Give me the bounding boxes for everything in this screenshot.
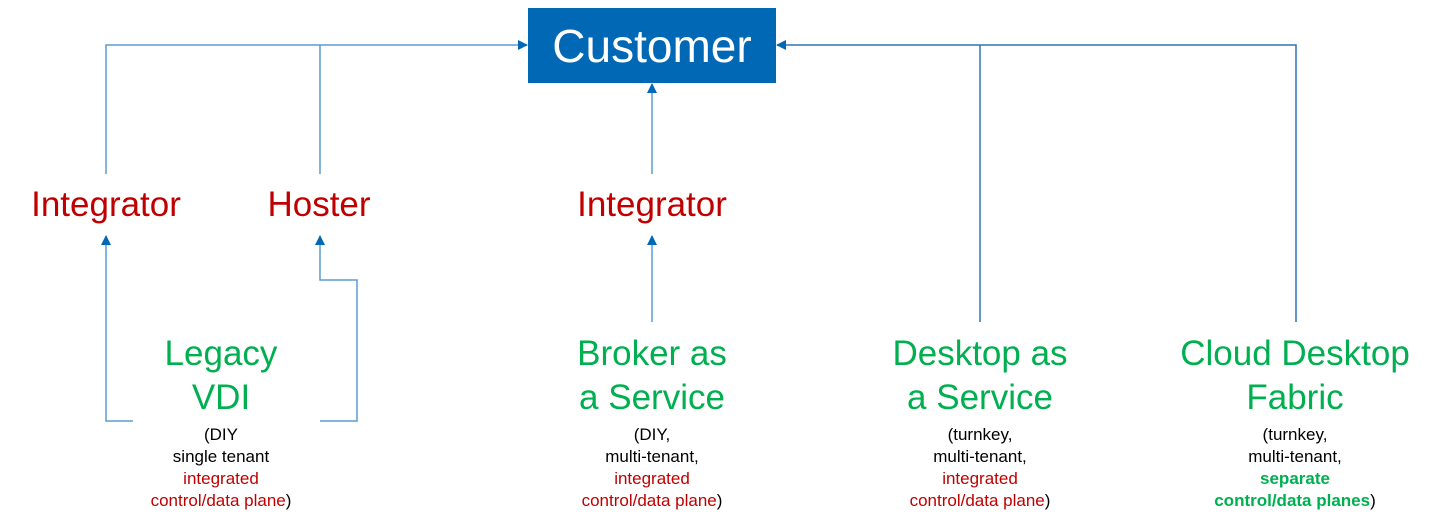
desc-line: (DIY, xyxy=(633,425,671,444)
desc-line: single tenant xyxy=(172,447,270,466)
desc-line: control/data plane) xyxy=(151,490,292,512)
broker-as-a-service-title: Broker as a Service xyxy=(577,332,727,420)
desc-line: integrated xyxy=(183,469,259,488)
desc-line: multi-tenant, xyxy=(605,447,699,466)
hoster-label: Hoster xyxy=(267,185,371,224)
desc-line: control/data plane) xyxy=(577,490,727,512)
desc-line: (turnkey, xyxy=(1262,425,1328,444)
title-line: Broker as xyxy=(577,334,727,373)
broker-as-a-service-node: Broker as a Service (DIY, multi-tenant, … xyxy=(577,332,727,512)
connector-integrator-left-to-customer xyxy=(105,40,528,174)
title-line: a Service xyxy=(579,378,725,417)
desc-line-suffix: ) xyxy=(716,491,723,510)
title-line: Legacy xyxy=(164,334,278,373)
desc-line: separate xyxy=(1260,469,1330,488)
broker-as-a-service-description: (DIY, multi-tenant, integrated control/d… xyxy=(577,424,727,512)
integrator-middle-label: Integrator xyxy=(577,185,727,224)
integrator-middle-node: Integrator xyxy=(577,185,727,225)
desc-line-text: control/data planes xyxy=(1214,491,1371,510)
desc-line-text: control/data plane xyxy=(581,491,717,510)
customer-label: Customer xyxy=(552,19,752,72)
desc-line: control/data plane) xyxy=(892,490,1067,512)
desc-line: control/data planes) xyxy=(1180,490,1410,512)
title-line: a Service xyxy=(907,378,1053,417)
desktop-as-a-service-node: Desktop as a Service (turnkey, multi-ten… xyxy=(892,332,1067,512)
legacy-vdi-node: Legacy VDI (DIY single tenant integrated… xyxy=(151,332,292,512)
desc-line: (turnkey, xyxy=(947,425,1013,444)
hoster-node: Hoster xyxy=(267,185,370,225)
desc-line: multi-tenant, xyxy=(933,447,1027,466)
cloud-desktop-fabric-title: Cloud Desktop Fabric xyxy=(1180,332,1410,420)
cloud-desktop-fabric-description: (turnkey, multi-tenant, separate control… xyxy=(1180,424,1410,512)
legacy-vdi-description: (DIY single tenant integrated control/da… xyxy=(151,424,292,512)
desc-line-text: control/data plane xyxy=(150,491,286,510)
title-line: VDI xyxy=(191,378,251,417)
integrator-left-node: Integrator xyxy=(31,185,181,225)
desc-line: multi-tenant, xyxy=(1248,447,1342,466)
desc-line: integrated xyxy=(942,469,1018,488)
desc-line-suffix: ) xyxy=(285,491,292,510)
desktop-as-a-service-title: Desktop as a Service xyxy=(892,332,1067,420)
integrator-left-label: Integrator xyxy=(31,185,181,224)
cloud-desktop-fabric-node: Cloud Desktop Fabric (turnkey, multi-ten… xyxy=(1180,332,1410,512)
customer-node: Customer xyxy=(528,8,776,83)
title-line: Desktop as xyxy=(892,334,1068,373)
desc-line-text: control/data plane xyxy=(909,491,1045,510)
title-line: Cloud Desktop xyxy=(1180,334,1410,373)
connector-legacy-to-integrator xyxy=(101,235,133,422)
connector-legacy-to-hoster xyxy=(315,235,358,422)
desktop-as-a-service-description: (turnkey, multi-tenant, integrated contr… xyxy=(892,424,1067,512)
connector-cdf-to-customer xyxy=(776,40,1297,322)
desc-line-suffix: ) xyxy=(1044,491,1051,510)
legacy-vdi-title: Legacy VDI xyxy=(151,332,292,420)
desc-line: integrated xyxy=(614,469,690,488)
desc-line-suffix: ) xyxy=(1370,491,1376,510)
title-line: Fabric xyxy=(1246,378,1344,417)
desc-line: (DIY xyxy=(203,425,238,444)
